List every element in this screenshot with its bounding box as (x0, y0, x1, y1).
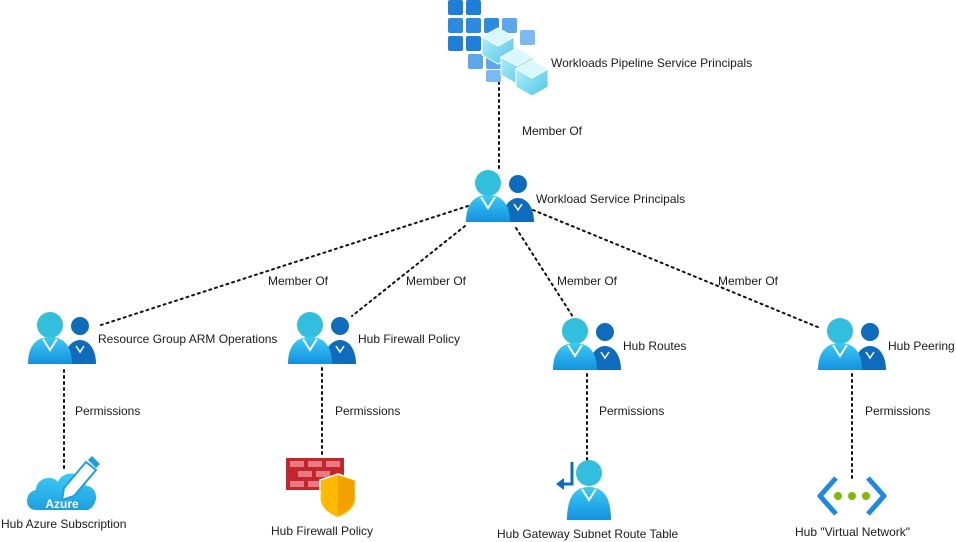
edge-label-member-of: Member Of (522, 124, 583, 138)
fw-policy-group-icon[interactable] (288, 312, 356, 364)
edge-label-permissions: Permissions (335, 404, 401, 418)
edge-label-member-of: Member Of (718, 274, 779, 288)
edge-workload-to-rg-arm (97, 205, 469, 327)
workload-sp-group-icon[interactable] (466, 170, 534, 222)
peering-group-icon[interactable] (818, 318, 886, 370)
app-registrations-icon[interactable] (448, 0, 550, 97)
azure-subscription-icon[interactable]: Azure (27, 456, 100, 511)
connectors (63, 81, 853, 479)
edge-workload-to-fw-group (351, 225, 466, 317)
edge-label-permissions: Permissions (865, 404, 931, 418)
routes-label: Hub Routes (623, 339, 687, 353)
firewall-policy-icon[interactable] (286, 458, 357, 519)
workload-sp-label: Workload Service Principals (536, 192, 686, 206)
route-table-label: Hub Gateway Subnet Route Table (497, 527, 679, 541)
edge-workload-to-peering (532, 209, 821, 329)
azure-badge-text: Azure (45, 497, 79, 511)
edge-label-member-of: Member Of (557, 274, 618, 288)
peering-label: Hub Peering (888, 339, 955, 353)
edge-label-permissions: Permissions (75, 404, 141, 418)
rg-arm-label: Resource Group ARM Operations (98, 332, 278, 346)
edge-label-permissions: Permissions (599, 404, 665, 418)
routes-group-icon[interactable] (553, 318, 621, 370)
route-table-icon[interactable] (556, 460, 611, 520)
edge-workload-to-routes (515, 227, 576, 321)
fw-policy-group-label: Hub Firewall Policy (358, 332, 461, 346)
vnet-label: Hub "Virtual Network" (795, 525, 911, 539)
edge-label-member-of: Member Of (406, 274, 467, 288)
rg-arm-group-icon[interactable] (28, 312, 96, 364)
azure-subscription-label: Hub Azure Subscription (1, 517, 127, 531)
edge-label-member-of: Member Of (268, 274, 329, 288)
virtual-network-icon[interactable] (817, 476, 887, 516)
fw-policy-label: Hub Firewall Policy (271, 524, 374, 538)
pipeline-sp-label: Workloads Pipeline Service Principals (551, 56, 753, 70)
